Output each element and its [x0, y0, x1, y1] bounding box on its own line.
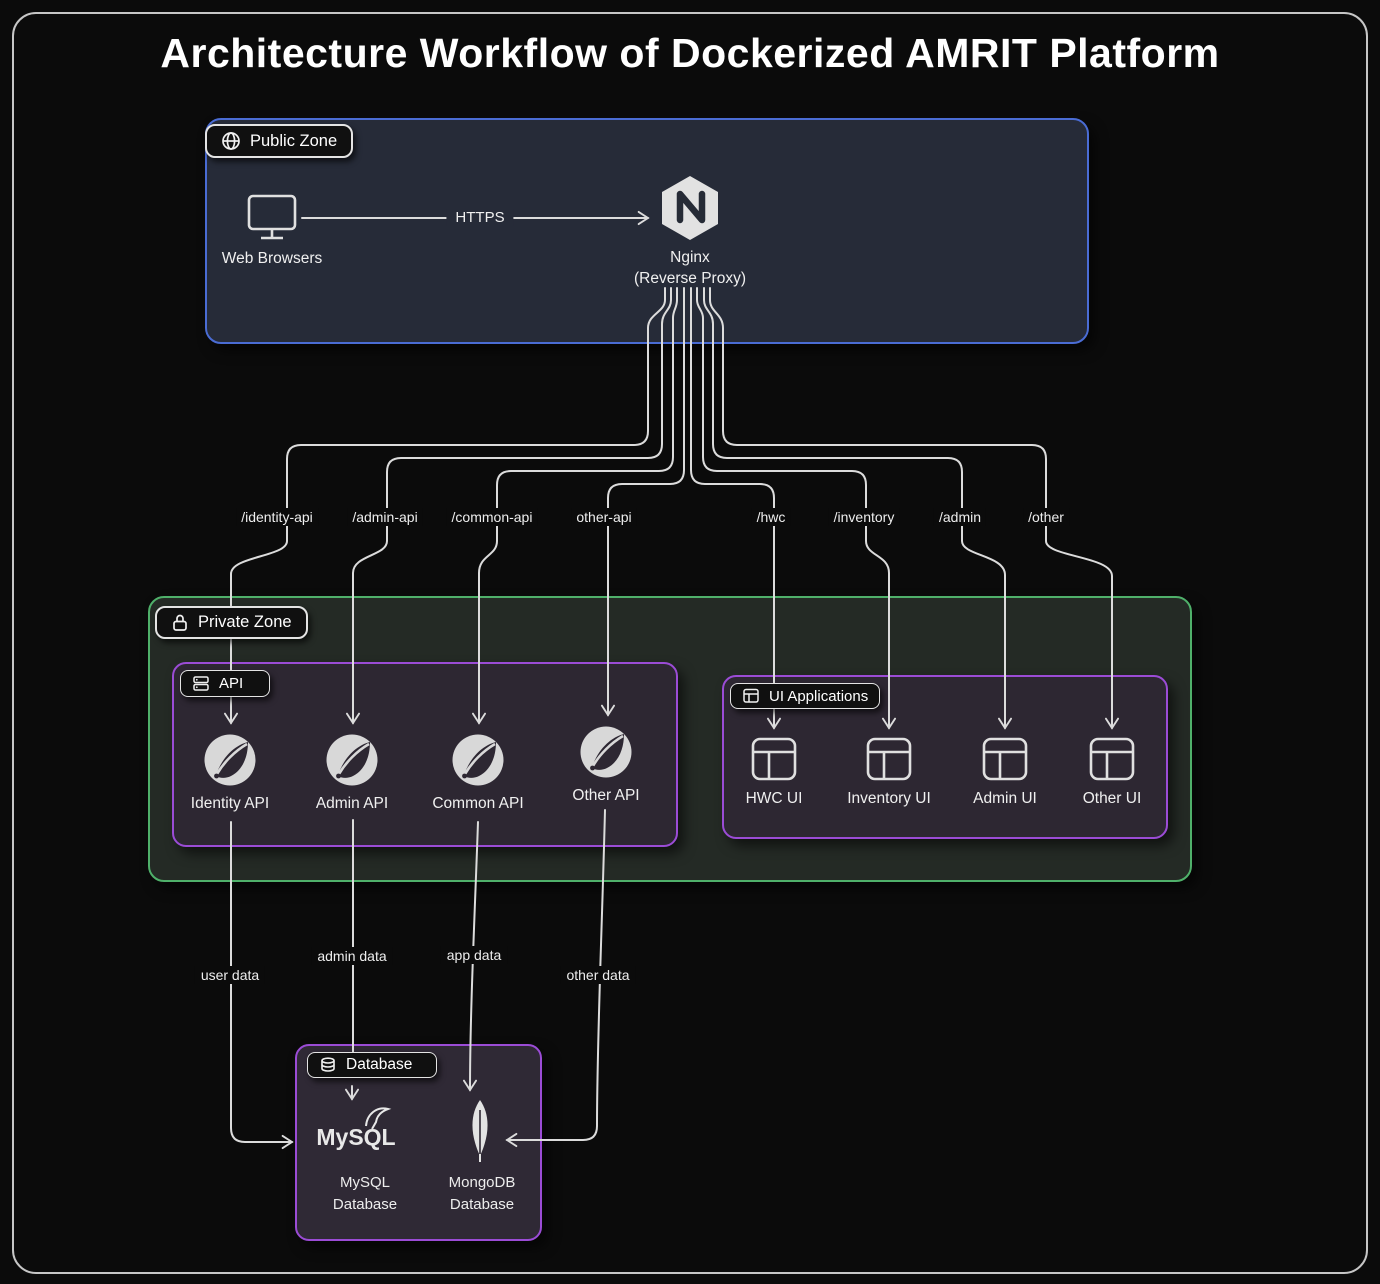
other-api-label: Other API	[572, 787, 640, 804]
private-zone-label: Private Zone	[198, 613, 292, 631]
app-window-icon	[981, 735, 1029, 783]
route-other-api: other-api	[571, 508, 637, 526]
public-zone-chip: Public Zone	[205, 124, 354, 158]
mongodb-node-label: MongoDB Database	[412, 1172, 552, 1216]
spring-icon	[450, 732, 506, 788]
api-group-chip: API	[180, 670, 271, 697]
public-zone-label: Public Zone	[250, 131, 338, 150]
admin-ui-node: Admin UI	[950, 735, 1060, 809]
route-inventory: /inventory	[828, 508, 900, 526]
route-identity-api: /identity-api	[236, 508, 318, 526]
inventory-ui-node: Inventory UI	[834, 735, 944, 809]
web-browsers-node: Web Browsers	[212, 193, 332, 269]
admin-api-node: Admin API	[292, 732, 412, 814]
mysql-label-line2: Database	[332, 1196, 398, 1213]
lock-icon	[173, 614, 187, 631]
nginx-node: Nginx (Reverse Proxy)	[610, 174, 770, 289]
common-api-node: Common API	[418, 732, 538, 814]
mysql-label-line1: MySQL	[339, 1174, 390, 1191]
route-hwc: /hwc	[751, 508, 791, 526]
app-window-icon	[1088, 735, 1136, 783]
route-admin-api: /admin-api	[347, 508, 423, 526]
database-icon	[321, 1057, 335, 1072]
https-label: HTTPS	[446, 209, 514, 226]
outer-frame	[12, 12, 1368, 1274]
app-window-icon	[750, 735, 798, 783]
mysql-logo-text: MySQL	[316, 1124, 395, 1150]
nginx-label-line2: (Reverse Proxy)	[634, 270, 746, 287]
identity-api-label: Identity API	[190, 795, 270, 812]
page-title: Architecture Workflow of Dockerized AMRI…	[160, 30, 1220, 76]
monitor-icon	[247, 194, 297, 240]
web-browsers-label: Web Browsers	[221, 250, 323, 267]
nginx-label: Nginx (Reverse Proxy)	[634, 247, 746, 289]
user-data-label: user data	[194, 966, 266, 984]
database-chip: Database	[307, 1052, 438, 1078]
spring-icon	[578, 724, 634, 780]
mysql-logo: MySQL	[316, 1107, 396, 1150]
route-other: /other	[1023, 508, 1069, 526]
other-ui-label: Other UI	[1082, 790, 1142, 807]
database-label: Database	[346, 1056, 413, 1073]
other-ui-node: Other UI	[1057, 735, 1167, 809]
hwc-ui-node: HWC UI	[719, 735, 829, 809]
other-data-label: other data	[560, 966, 636, 984]
server-stack-icon	[193, 676, 209, 691]
ui-group-label: UI Applications	[769, 687, 869, 705]
nginx-icon	[662, 176, 718, 240]
mysql-node-label: MySQL Database	[295, 1172, 435, 1216]
identity-api-node: Identity API	[170, 732, 290, 814]
mongodb-label-line2: Database	[449, 1196, 515, 1213]
layout-icon	[743, 688, 759, 703]
app-window-icon	[865, 735, 913, 783]
mongodb-label-line1: MongoDB	[448, 1174, 516, 1191]
route-admin: /admin	[933, 508, 987, 526]
route-common-api: /common-api	[446, 508, 538, 526]
nginx-label-line1: Nginx	[670, 249, 710, 266]
inventory-ui-label: Inventory UI	[847, 790, 931, 807]
mongodb-leaf-icon	[472, 1100, 488, 1162]
other-api-node: Other API	[546, 724, 666, 806]
api-group-label: API	[219, 675, 244, 692]
spring-icon	[202, 732, 258, 788]
hwc-ui-label: HWC UI	[745, 790, 803, 807]
globe-icon	[222, 132, 240, 150]
admin-api-label: Admin API	[315, 795, 389, 812]
spring-icon	[324, 732, 380, 788]
admin-ui-label: Admin UI	[973, 790, 1037, 807]
admin-data-label: admin data	[311, 947, 393, 965]
ui-group-chip: UI Applications	[730, 683, 881, 709]
app-data-label: app data	[440, 946, 508, 964]
private-zone-chip: Private Zone	[155, 606, 308, 639]
common-api-label: Common API	[432, 795, 524, 812]
